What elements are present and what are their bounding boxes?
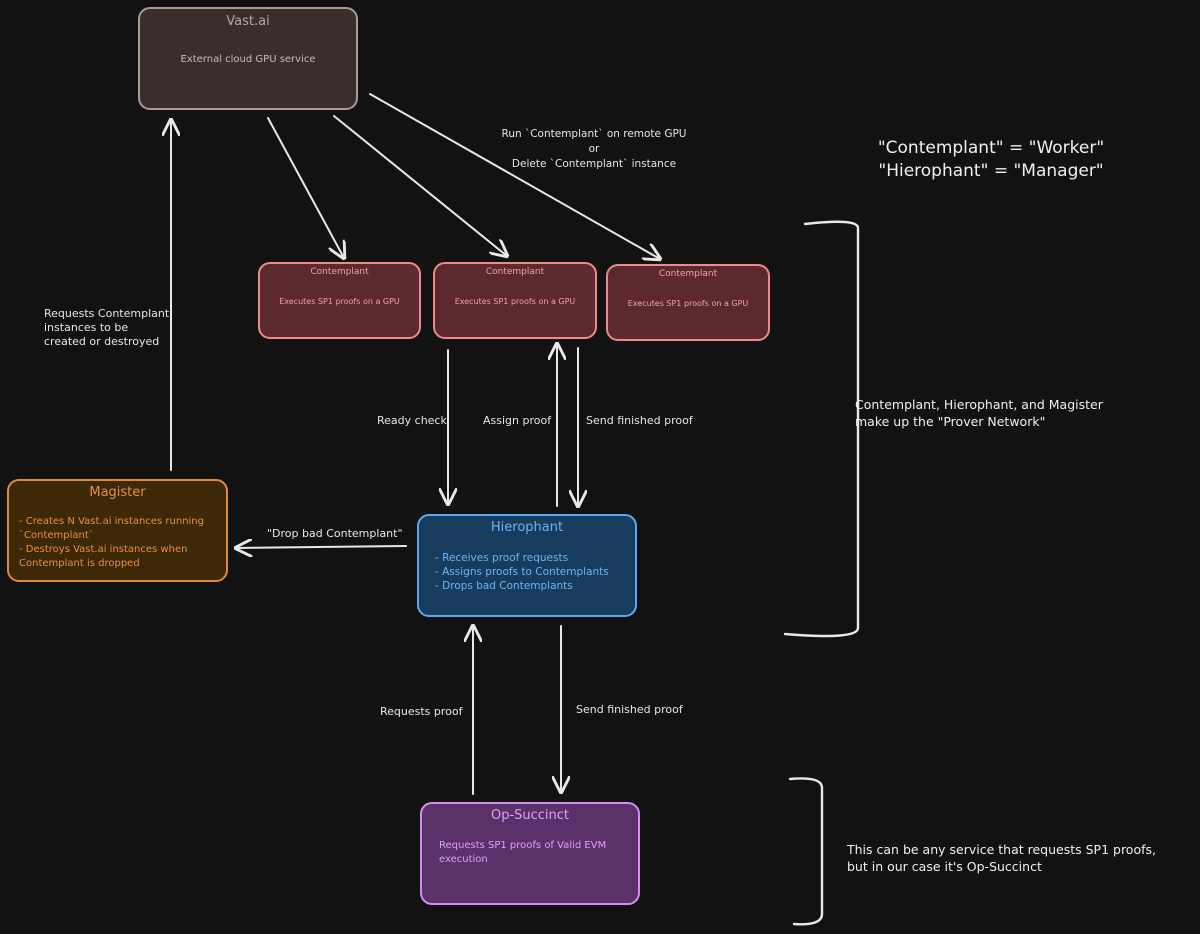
- contemplant-box-3: Contemplant Executes SP1 proofs on a GPU: [606, 264, 770, 341]
- label-requests-line: instances to be: [44, 321, 129, 334]
- label-send-finished-proof-bottom: Send finished proof: [576, 703, 683, 716]
- arrow-vast-to-contemplant-3: [369, 93, 660, 259]
- note-service-line: This can be any service that requests SP…: [847, 842, 1156, 857]
- magister-title: Magister: [89, 485, 146, 500]
- contemplant-title: Contemplant: [658, 269, 718, 279]
- magister-description: - Creates N Vast.ai instances running `C…: [19, 515, 204, 571]
- label-send-finished-proof-top: Send finished proof: [586, 414, 693, 427]
- magister-line: `Contemplant`: [19, 530, 94, 541]
- op-succinct-box: Op-Succinct Requests SP1 proofs of Valid…: [420, 802, 640, 905]
- label-requests-line: created or destroyed: [44, 335, 160, 348]
- op-succinct-line: execution: [439, 854, 488, 865]
- vast-ai-description: External cloud GPU service: [180, 54, 316, 65]
- note-prover-network: Contemplant, Hierophant, and Magister ma…: [855, 396, 1103, 430]
- label-ready-check: Ready check: [377, 414, 447, 427]
- op-succinct-title: Op-Succinct: [490, 808, 570, 823]
- label-requests-line: Requests Contemplant: [44, 307, 170, 320]
- note-service-line: but in our case it's Op-Succinct: [847, 859, 1042, 874]
- note-alias-line: "Contemplant" = "Worker": [877, 138, 1105, 158]
- label-assign-proof: Assign proof: [483, 414, 552, 427]
- magister-line: Contemplant is dropped: [19, 558, 140, 569]
- note-any-service: This can be any service that requests SP…: [847, 841, 1156, 875]
- contemplant-description: Executes SP1 proofs on a GPU: [454, 297, 576, 306]
- hierophant-description: - Receives proof requests - Assigns proo…: [435, 551, 609, 593]
- note-aliases: "Contemplant" = "Worker" "Hierophant" = …: [866, 137, 1116, 183]
- label-run-line: Delete `Contemplant` instance: [511, 158, 677, 170]
- hierophant-line: - Receives proof requests: [435, 552, 569, 564]
- note-alias-line: "Hierophant" = "Manager": [878, 161, 1104, 181]
- magister-box: Magister - Creates N Vast.ai instances r…: [7, 479, 228, 582]
- bracket-prover-network: [783, 220, 860, 638]
- label-drop-bad-contemplant: "Drop bad Contemplant": [267, 527, 403, 540]
- op-succinct-description: Requests SP1 proofs of Valid EVM executi…: [439, 839, 606, 867]
- arrow-vast-to-contemplant-1: [267, 117, 344, 258]
- contemplant-box-2: Contemplant Executes SP1 proofs on a GPU: [433, 262, 597, 339]
- vast-ai-box: Vast.ai External cloud GPU service: [138, 7, 358, 110]
- label-run-contemplant: Run `Contemplant` on remote GPU or Delet…: [498, 127, 690, 172]
- bracket-op-succinct: [788, 777, 824, 926]
- hierophant-line: - Drops bad Contemplants: [435, 580, 573, 592]
- contemplant-box-1: Contemplant Executes SP1 proofs on a GPU: [258, 262, 421, 339]
- contemplant-description: Executes SP1 proofs on a GPU: [279, 297, 400, 306]
- label-requests-proof: Requests proof: [380, 705, 463, 718]
- arrow-vast-to-contemplant-2: [333, 115, 507, 256]
- contemplant-title: Contemplant: [485, 267, 545, 277]
- contemplant-description: Executes SP1 proofs on a GPU: [627, 299, 749, 308]
- label-requests-contemplant-instances: Requests Contemplant instances to be cre…: [44, 307, 169, 349]
- note-network-line: Contemplant, Hierophant, and Magister: [855, 397, 1103, 412]
- arrow-drop-bad: [236, 546, 407, 548]
- note-network-line: make up the "Prover Network": [855, 414, 1046, 429]
- hierophant-box: Hierophant - Receives proof requests - A…: [417, 514, 637, 617]
- magister-line: - Creates N Vast.ai instances running: [19, 516, 204, 527]
- op-succinct-line: Requests SP1 proofs of Valid EVM: [439, 840, 607, 851]
- magister-line: - Destroys Vast.ai instances when: [19, 544, 188, 555]
- contemplant-title: Contemplant: [310, 267, 369, 277]
- vast-ai-title: Vast.ai: [226, 14, 270, 29]
- hierophant-title: Hierophant: [490, 520, 564, 535]
- label-run-or: or: [588, 143, 600, 155]
- label-run-line: Run `Contemplant` on remote GPU: [501, 128, 687, 140]
- hierophant-line: - Assigns proofs to Contemplants: [435, 566, 609, 578]
